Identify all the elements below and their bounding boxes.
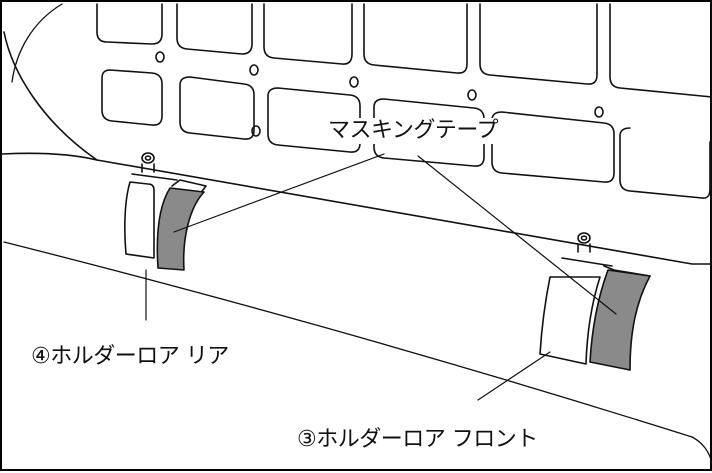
masking-tape-label: マスキングテープ [325,118,502,144]
holder-lower-rear-label: ④ホルダーロア リア [29,344,231,370]
body-contour-lines [2,152,712,465]
mesh-panel [3,3,712,265]
front-masking-tape [589,269,651,371]
leader-lines [145,153,617,401]
holder-lower-front-label: ③ホルダーロア フロント [295,427,540,453]
front-holder-assembly [539,232,651,365]
rear-holder-assembly [124,152,207,259]
